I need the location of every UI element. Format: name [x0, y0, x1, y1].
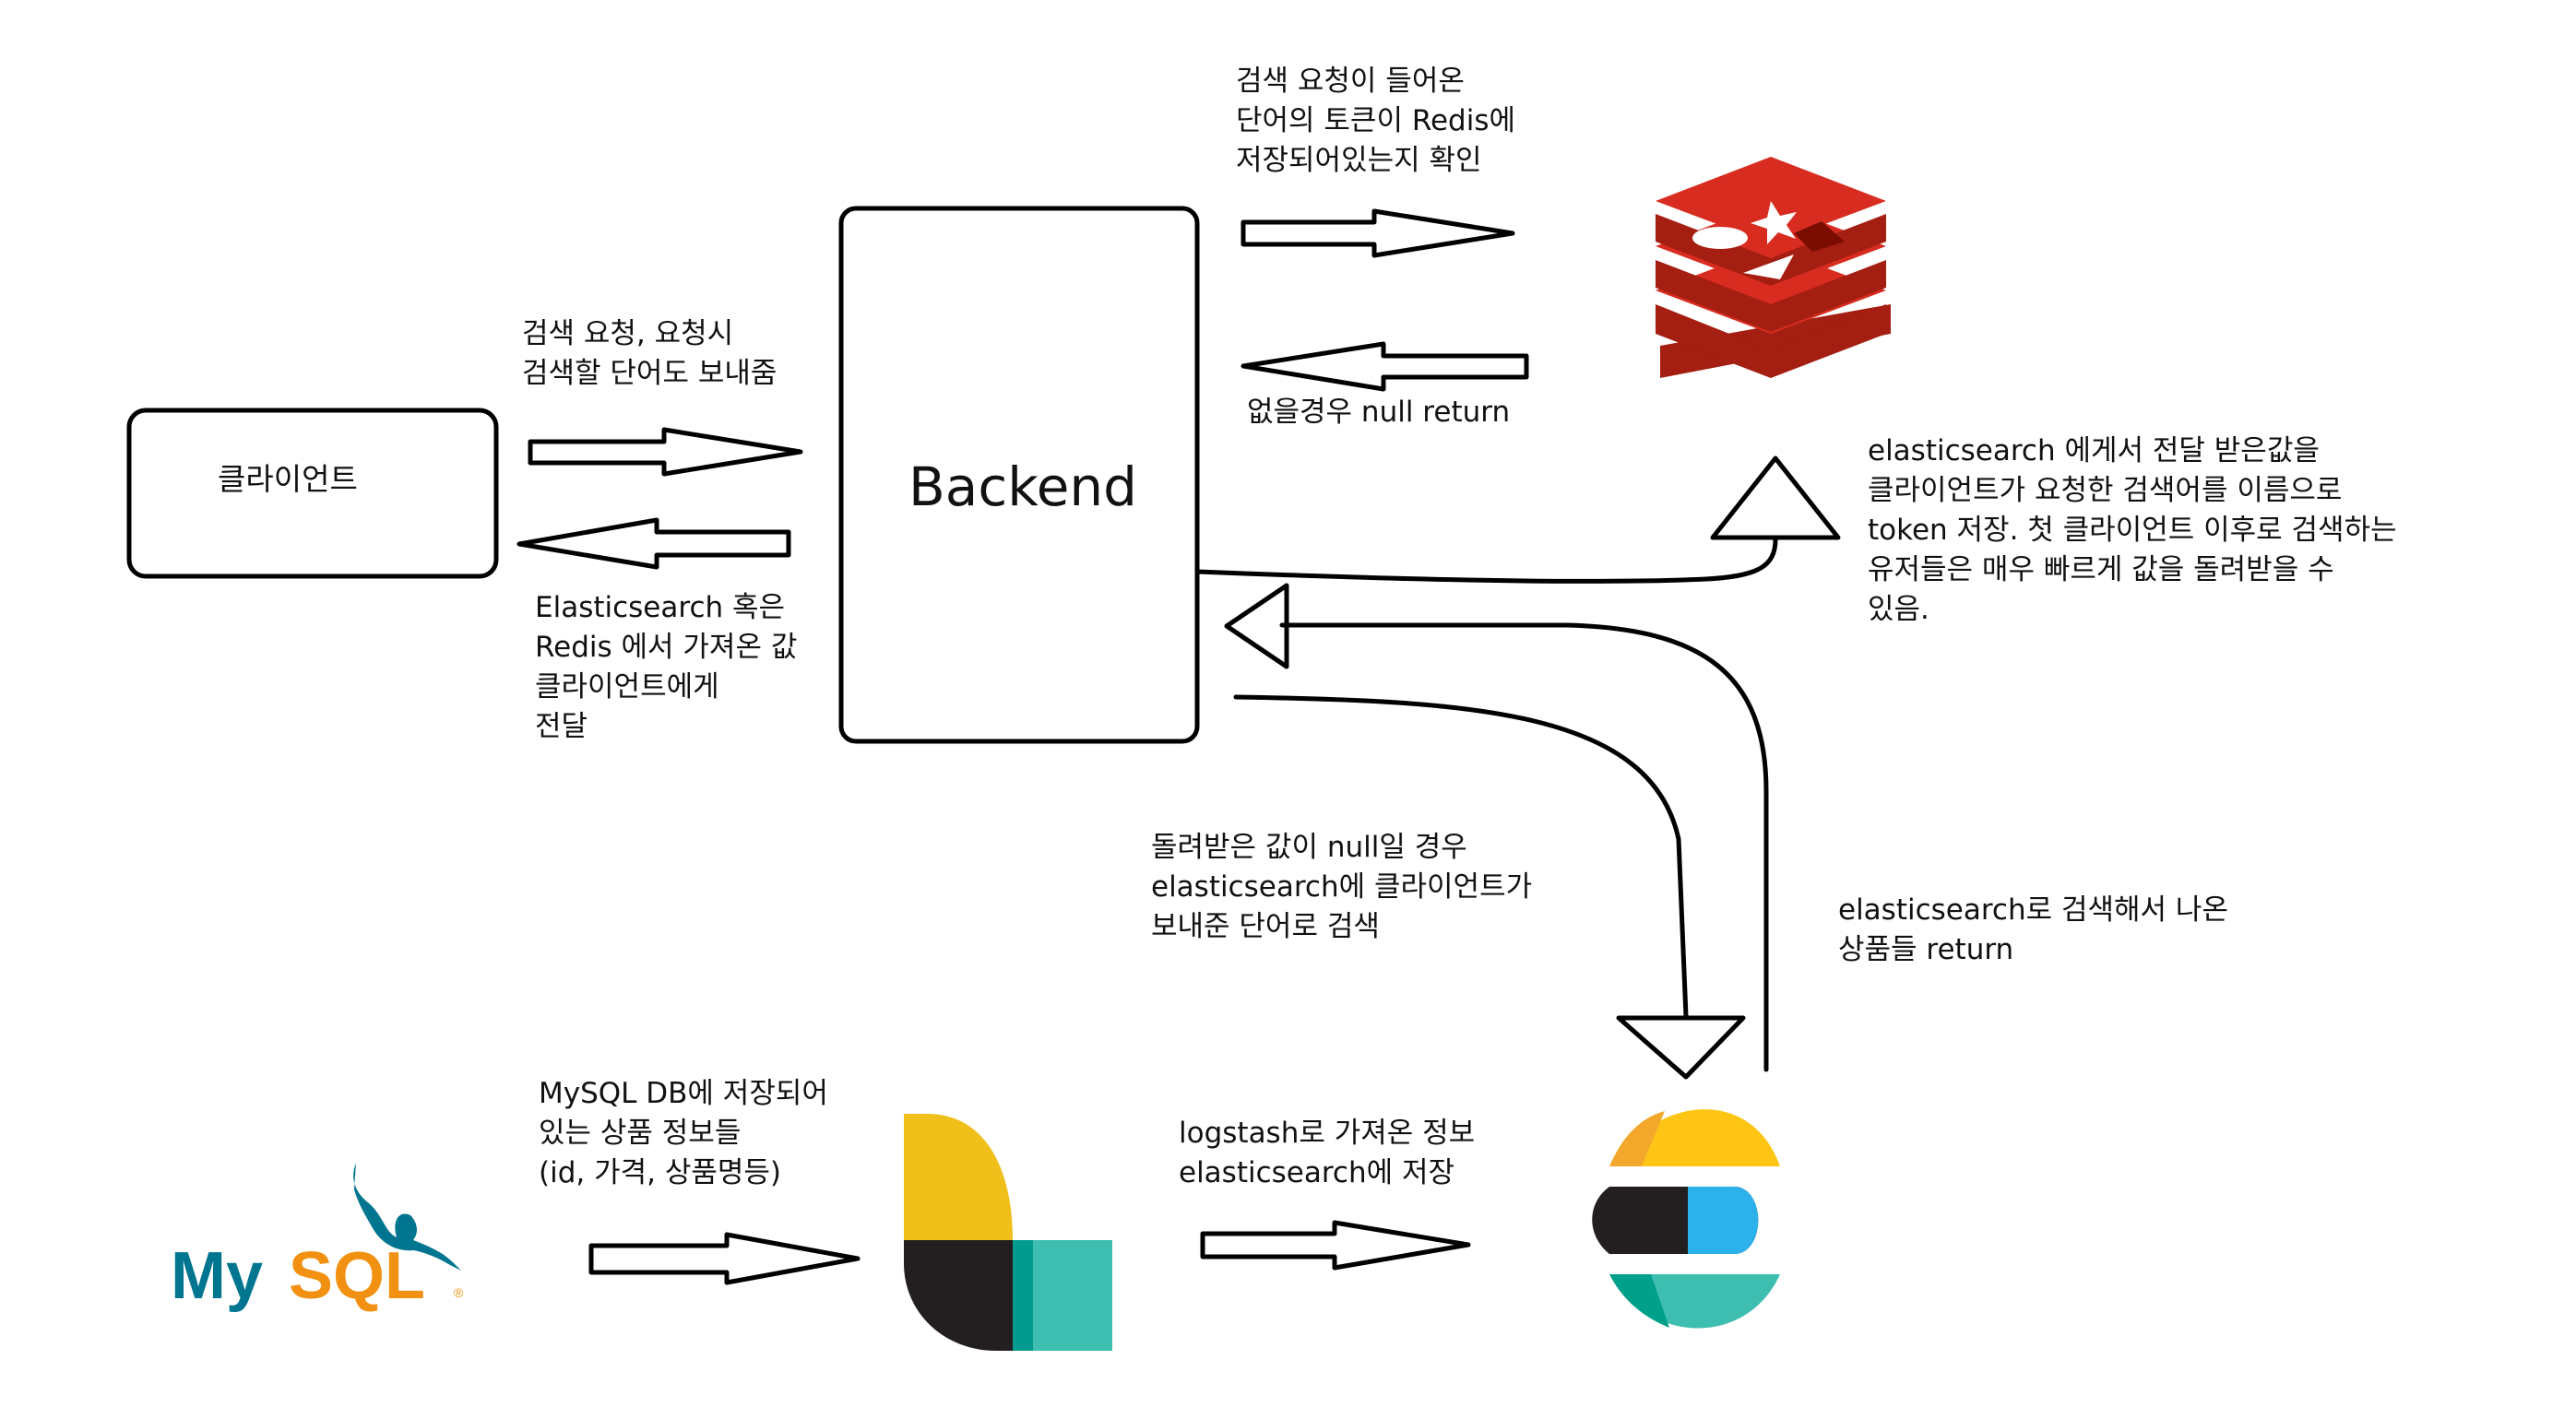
label-line: Redis 에서 가져온 값: [535, 631, 798, 664]
mysql-icon: My SQL ®: [171, 1164, 464, 1313]
label-line: 단어의 토큰이 Redis에: [1236, 104, 1516, 137]
label-line: elasticsearch에 클라이언트가: [1151, 870, 1533, 904]
svg-text:My: My: [171, 1239, 263, 1313]
arrow-client-to-backend: [528, 427, 803, 477]
arrowhead-backend-to-es: [1616, 1015, 1746, 1080]
label-logstash-to-es: logstash로 가져온 정보 elasticsearch에 저장: [1179, 1114, 1475, 1193]
label-line: 전달: [535, 710, 588, 743]
label-line: 저장되어있는지 확인: [1236, 144, 1482, 177]
label-line: elasticsearch에 저장: [1179, 1156, 1455, 1189]
backend-box: [838, 206, 1200, 744]
label-line: 검색 요청이 들어온: [1236, 65, 1465, 98]
line-backend-to-es: [1233, 694, 1689, 1019]
label-line: 클라이언트가 요청한 검색어를 이름으로: [1868, 474, 2343, 507]
label-line: 상품들 return: [1838, 933, 2014, 966]
arrowhead-es-to-backend: [1224, 583, 1289, 669]
label-line: MySQL DB에 저장되어: [539, 1077, 828, 1110]
arrow-redis-to-backend: [1241, 341, 1529, 392]
label-line: 있는 상품 정보들: [539, 1117, 742, 1150]
arrow-backend-to-redis: [1241, 208, 1515, 258]
svg-text:®: ®: [454, 1285, 464, 1300]
svg-text:SQL: SQL: [289, 1239, 425, 1313]
label-redis-to-backend: 없을경우 null return: [1247, 393, 1510, 432]
label-line: token 저장. 첫 클라이언트 이후로 검색하는: [1868, 514, 2397, 547]
label-line: elasticsearch 에게서 전달 받은값을: [1868, 434, 2320, 467]
label-line: 검색할 단어도 보내줌: [522, 357, 778, 390]
client-box: [126, 408, 499, 579]
label-line: 돌려받은 값이 null일 경우: [1151, 831, 1467, 864]
label-line: 유저들은 매우 빠르게 값을 돌려받을 수: [1868, 553, 2334, 586]
label-line: 클라이언트에게: [535, 670, 719, 704]
line-es-to-backend: [1279, 622, 1769, 1072]
redis-icon: [1656, 157, 1891, 378]
label-line: Elasticsearch 혹은: [535, 591, 786, 624]
label-line: 보내준 단어로 검색: [1151, 910, 1380, 943]
label-line: logstash로 가져온 정보: [1179, 1117, 1476, 1150]
line-backend-to-redis-store: [1194, 537, 1778, 584]
label-line: 검색 요청, 요청시: [522, 317, 734, 350]
label-line: 있음.: [1868, 593, 1929, 626]
arrow-backend-to-client: [516, 517, 791, 570]
label-line: (id, 가격, 상품명등): [539, 1156, 782, 1189]
arrow-logstash-to-es: [1200, 1220, 1471, 1271]
backend-label: Backend: [908, 455, 1138, 518]
label-line: elasticsearch로 검색해서 나온: [1838, 893, 2228, 927]
elasticsearch-icon: [1592, 1109, 1780, 1329]
arrow-mysql-to-logstash: [588, 1232, 861, 1285]
client-label: 클라이언트: [218, 461, 358, 497]
label-line: 없을경우 null return: [1247, 396, 1511, 429]
arrowhead-redis-store: [1710, 455, 1841, 540]
logstash-icon: [904, 1114, 1112, 1351]
